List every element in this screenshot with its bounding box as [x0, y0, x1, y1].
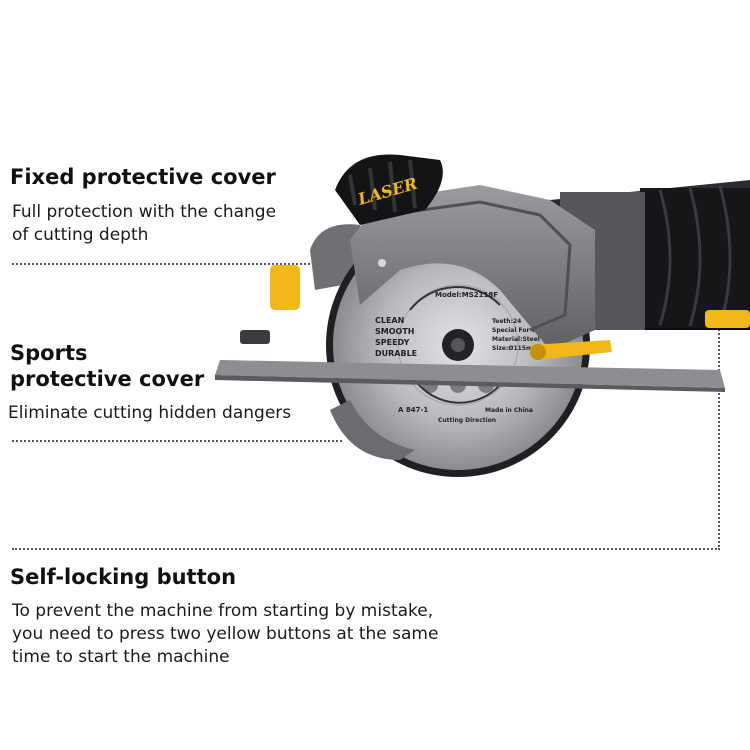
- fixed-cover-leader-line: [12, 263, 322, 265]
- base-plate: [215, 330, 725, 392]
- sports-cover-title-line-2: protective cover: [10, 367, 205, 391]
- blade-cutting-direction-text: Cutting Direction: [438, 417, 496, 424]
- blade-text-left-4: DURABLE: [375, 349, 417, 358]
- blade-text-right-4: Size:Ø115mm: [492, 345, 538, 352]
- blade-text-right-2: Special For Wood: [492, 327, 550, 334]
- yellow-depth-lever: [530, 340, 612, 360]
- motor-yellow-accent: [705, 310, 750, 328]
- blade-code-text: A 847-1: [398, 406, 428, 414]
- self-locking-desc-line-1: To prevent the machine from starting by …: [12, 601, 434, 621]
- fixed-cover-title: Fixed protective cover: [10, 165, 276, 189]
- self-locking-desc-line-2: you need to press two yellow buttons at …: [12, 624, 439, 644]
- blade-text-right-1: Teeth:24: [492, 318, 521, 325]
- blade-text-right-3: Material:Steel 50#: [492, 336, 555, 343]
- yellow-lock-button: [270, 265, 300, 310]
- blade-text-left-3: SPEEDY: [375, 338, 410, 347]
- blade-text-left-2: SMOOTH: [375, 327, 414, 336]
- lock-button-leader-line: [12, 548, 720, 550]
- mini-circular-saw-illustration: Model:MS2118F CLEAN SMOOTH SPEEDY DURABL…: [215, 154, 750, 477]
- laser-module: [335, 154, 443, 225]
- blade-text-left-1: CLEAN: [375, 316, 404, 325]
- sports-protective-cover: [330, 400, 415, 460]
- fixed-cover-desc-line-1: Full protection with the change: [12, 202, 277, 222]
- self-locking-title: Self-locking button: [10, 565, 237, 589]
- blade-model-text: Model:MS2118F: [435, 291, 498, 299]
- sports-cover-leader-line: [12, 440, 342, 442]
- lock-button-leader-vertical: [718, 322, 720, 550]
- sports-cover-desc: Eliminate cutting hidden dangers: [8, 403, 292, 423]
- sports-cover-title-line-1: Sports: [10, 341, 88, 365]
- motor-body: [550, 180, 750, 330]
- fixed-cover-desc-line-2: of cutting depth: [12, 225, 149, 245]
- fixed-protective-cover: [350, 185, 595, 350]
- blade-origin-text: Made in China: [485, 407, 533, 414]
- self-locking-desc-line-3: time to start the machine: [12, 647, 230, 667]
